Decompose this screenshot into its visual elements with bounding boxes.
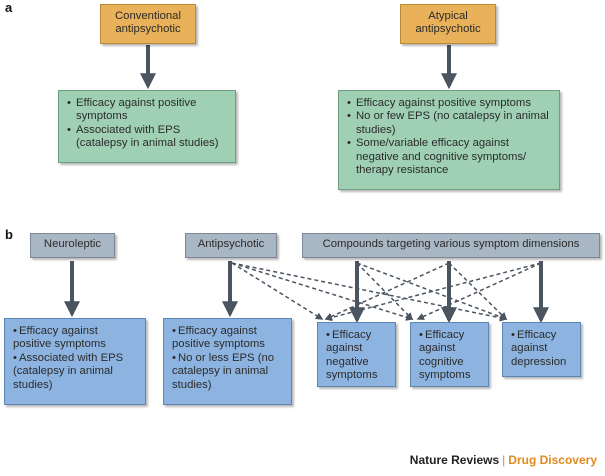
antipsychotic-box: Antipsychotic — [185, 233, 277, 258]
negative-point: Efficacy against negative symptoms — [326, 329, 387, 383]
neuroleptic-title: Neuroleptic — [43, 238, 102, 250]
antipsychotic-point: No or less EPS (no catalepsy in animal s… — [172, 352, 283, 392]
atypical-point: No or few EPS (no catalepsy in animal st… — [347, 110, 551, 137]
journal-name: Nature Reviews — [409, 453, 500, 467]
conventional-point: Associated with EPS (catalepsy in animal… — [67, 124, 227, 151]
conventional-point: Efficacy against positive symptoms — [67, 97, 227, 124]
neuroleptic-point: Efficacy against positive symptoms — [13, 325, 137, 352]
compounds-box: Compounds targeting various symptom dime… — [302, 233, 600, 258]
conventional-title: Conventional antipsychotic — [115, 10, 181, 36]
panel-b-label: b — [5, 227, 13, 242]
negative-symptoms-box: Efficacy against negative symptoms — [317, 322, 396, 387]
atypical-point: Efficacy against positive symptoms — [347, 97, 551, 111]
antipsychotic-point: Efficacy against positive symptoms — [172, 325, 283, 352]
conventional-effects-box: Efficacy against positive symptoms Assoc… — [58, 90, 236, 163]
neuroleptic-effects-box: Efficacy against positive symptoms Assoc… — [4, 318, 146, 405]
atypical-effects-box: Efficacy against positive symptoms No or… — [338, 90, 560, 190]
panel-a-label: a — [5, 0, 13, 15]
footer-separator: | — [502, 453, 506, 467]
compounds-title: Compounds targeting various symptom dime… — [322, 238, 580, 250]
journal-footer: Nature Reviews|Drug Discovery — [410, 453, 597, 467]
depression-point: Efficacy against depression — [511, 329, 572, 369]
antipsychotic-title: Antipsychotic — [197, 238, 265, 250]
cognitive-symptoms-box: Efficacy against cognitive symptoms — [410, 322, 489, 387]
antipsychotic-effects-box: Efficacy against positive symptoms No or… — [163, 318, 292, 405]
cognitive-point: Efficacy against cognitive symptoms — [419, 329, 480, 383]
atypical-point: Some/variable efficacy against negative … — [347, 137, 551, 177]
atypical-title: Atypical antipsychotic — [415, 10, 481, 36]
atypical-antipsychotic-box: Atypical antipsychotic — [400, 4, 496, 44]
journal-subtitle: Drug Discovery — [508, 453, 597, 467]
dashed-arrows — [231, 262, 542, 322]
depression-box: Efficacy against depression — [502, 322, 581, 377]
neuroleptic-box: Neuroleptic — [30, 233, 115, 258]
neuroleptic-point: Associated with EPS (catalepsy in animal… — [13, 352, 137, 392]
conventional-antipsychotic-box: Conventional antipsychotic — [100, 4, 196, 44]
